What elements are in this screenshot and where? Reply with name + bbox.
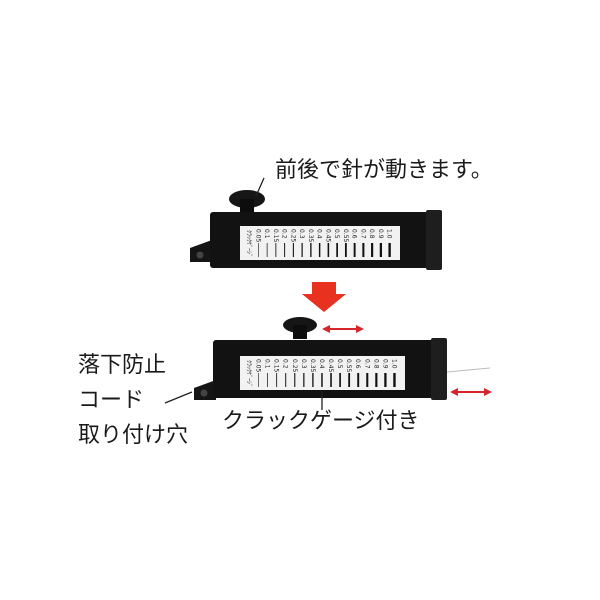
bottom-scale-label: 0.05 (255, 359, 262, 373)
top-scale-label: 0.35 (307, 229, 314, 243)
top-scale-line (258, 243, 259, 257)
top-scale-label: 0.3 (298, 229, 305, 239)
top-scale-line (318, 243, 321, 257)
bottom-scale-line (294, 373, 296, 387)
top-scale-line (266, 243, 268, 257)
top-scale-line (275, 243, 277, 257)
top-scale-line (362, 243, 365, 257)
top-scale-label: 0.6 (351, 229, 358, 239)
top-scale-line (301, 243, 303, 257)
double-arrow-icon (322, 325, 364, 333)
bottom-scale-label: 0.6 (354, 359, 361, 369)
leader-line-knob (255, 177, 265, 197)
top-scale-label: 0.1 (263, 229, 270, 239)
callout-strap-hole-line1: 落下防止 (78, 353, 167, 378)
bottom-scale-line (267, 373, 268, 387)
callout-strap-hole: 落下防止 コード 取り付け穴 (78, 348, 188, 453)
bottom-scale-line (357, 373, 360, 387)
leader-line-strap (164, 391, 193, 404)
callout-needle-moves: 前後で針が動きます。 (275, 158, 493, 183)
top-scale-line (292, 243, 294, 257)
bottom-scale-line (330, 373, 332, 387)
top-scale-label: 1.0 (386, 229, 393, 239)
top-scale-line (353, 243, 356, 257)
bottom-scale-label: 0.9 (381, 359, 388, 369)
callout-strap-hole-line3: 取り付け穴 (78, 423, 189, 448)
bottom-scale-label: 0.7 (363, 359, 370, 369)
top-scale-label: 0.7 (359, 229, 366, 239)
bottom-scale-line (339, 373, 341, 387)
bottom-scale-label: 0.2 (282, 359, 289, 369)
bottom-scale-label: 0.5 (336, 359, 343, 369)
bottom-scale-line (375, 373, 378, 387)
top-scale-label: 0.25 (289, 229, 296, 243)
bottom-scale-line (312, 373, 314, 387)
bottom-scale-line (393, 373, 396, 387)
bottom-scale-line (285, 373, 287, 387)
bottom-scale-line (303, 373, 305, 387)
top-scale-line (379, 243, 383, 257)
top-scale-label: 0.2 (281, 229, 288, 239)
end-cap-bottom (431, 338, 447, 400)
bottom-scale-line (321, 373, 323, 387)
top-scale-label: 0.4 (316, 229, 323, 239)
bottom-scale-label: 0.4 (318, 359, 325, 369)
top-scale-label: 0.5 (333, 229, 340, 239)
bottom-scale-line (276, 373, 278, 387)
bottom-scale-label: 0.8 (372, 359, 379, 369)
end-cap-top (426, 210, 442, 270)
bottom-scale-label: 0.35 (309, 359, 316, 373)
bottom-scale-line (348, 373, 351, 387)
strap-hole-tab-top (190, 240, 212, 262)
callout-crack-gauge: クラックゲージ付き (222, 409, 420, 434)
top-scale-line (344, 243, 347, 257)
top-scale-line (284, 243, 286, 257)
bottom-scale-label: 1.0 (390, 359, 397, 369)
bottom-scale-label: 0.45 (327, 359, 334, 373)
top-scale-line (327, 243, 330, 257)
top-scale-label: 0.55 (342, 229, 349, 243)
double-arrow-icon (450, 388, 492, 396)
top-scale-line (371, 243, 374, 257)
top-scale-line (336, 243, 338, 257)
needle-probe (446, 367, 491, 373)
bottom-scale-line (384, 373, 387, 387)
top-scale-label: 0.05 (254, 229, 261, 243)
bottom-brand-label: ｸﾗｯｸｹﾞｰｼﾞ (245, 360, 252, 387)
down-arrow-icon (302, 282, 346, 312)
top-brand-label: ｸﾗｯｸｹﾞｰｼﾞ (245, 230, 252, 257)
top-scale-label: 0.9 (377, 229, 384, 239)
top-scale-label: 0.8 (368, 229, 375, 239)
top-scale-label: 0.15 (272, 229, 279, 243)
top-scale-line (388, 243, 391, 257)
top-scale-label: 0.45 (324, 229, 331, 243)
bottom-scale-label: 0.25 (291, 359, 298, 373)
bottom-scale-line (366, 373, 369, 387)
callout-strap-hole-line2: コード (78, 388, 145, 413)
bottom-scale-label: 0.15 (273, 359, 280, 373)
bottom-scale-label: 0.55 (345, 359, 352, 373)
top-scale-line (310, 243, 312, 257)
bottom-scale-label: 0.1 (264, 359, 271, 369)
bottom-scale-line (258, 373, 259, 387)
bottom-scale-label: 0.3 (300, 359, 307, 369)
